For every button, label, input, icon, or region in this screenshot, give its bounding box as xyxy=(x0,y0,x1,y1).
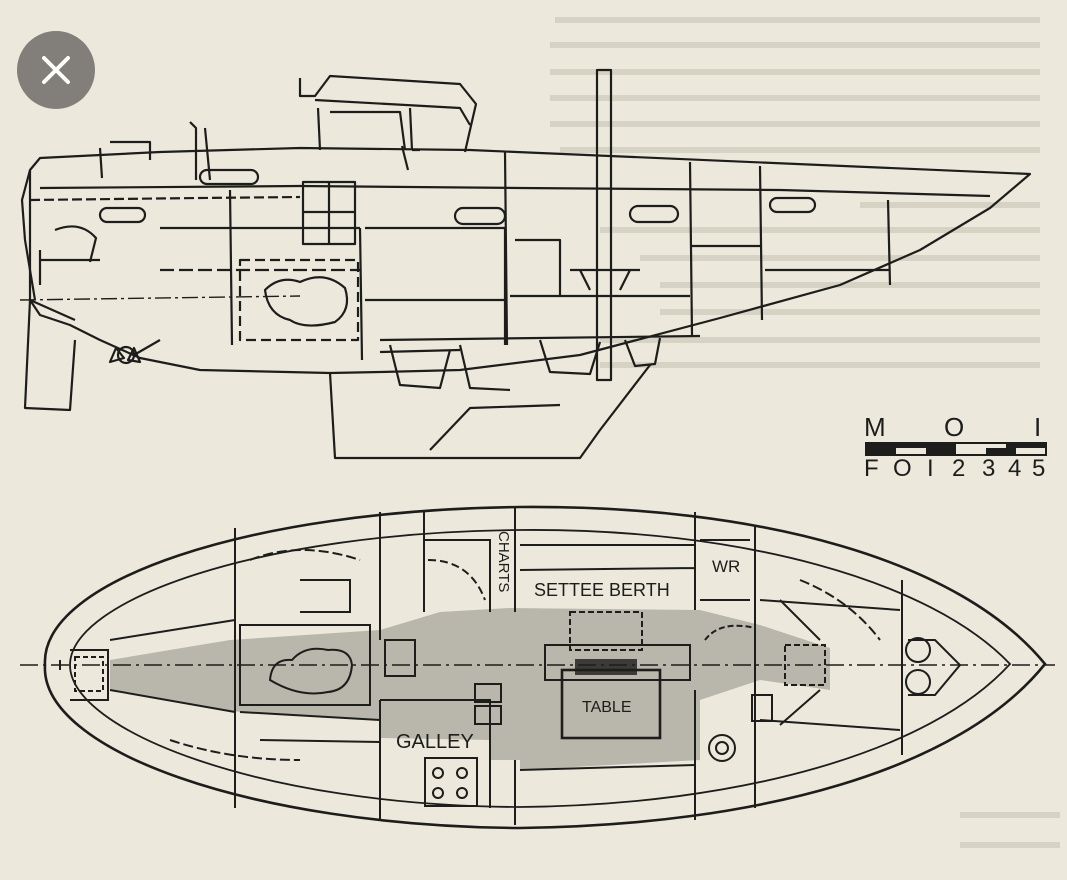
porthole xyxy=(198,168,260,186)
scale-feet-tick-5: 5 xyxy=(1032,455,1045,482)
scale-feet-tick-3: 3 xyxy=(982,455,995,482)
scale-metric-tick-1: I xyxy=(1034,412,1041,442)
scale-feet-tick-1: I xyxy=(927,455,934,482)
scale-bar: M O I F O I 2 3 4 5 xyxy=(864,412,1047,482)
porthole xyxy=(453,206,507,226)
background-text-texture xyxy=(550,17,1060,848)
close-icon xyxy=(42,56,70,84)
porthole xyxy=(98,206,147,224)
label-galley: GALLEY xyxy=(396,731,474,753)
scale-feet-tick-2: 2 xyxy=(952,455,965,482)
hull-outline xyxy=(28,146,1032,375)
label-charts: CHARTS xyxy=(495,531,512,592)
scale-feet-tick-0: O xyxy=(893,455,912,482)
label-wr: WR xyxy=(712,557,740,576)
doghouse xyxy=(298,74,478,153)
mast xyxy=(595,68,613,382)
label-table: TABLE xyxy=(582,699,632,716)
plan-view: CHARTS SETTEE BERTH WR TABLE GALLEY xyxy=(20,505,1055,830)
rudder xyxy=(23,299,77,412)
scale-metric-label: M xyxy=(864,412,886,442)
keel xyxy=(328,364,651,460)
plan-hull-outline xyxy=(43,505,1047,830)
side-profile xyxy=(19,68,1032,460)
porthole xyxy=(768,196,817,214)
scale-feet-tick-4: 4 xyxy=(1008,455,1021,482)
label-settee-berth: SETTEE BERTH xyxy=(534,580,670,600)
scale-metric-tick-0: O xyxy=(944,412,964,442)
floor-frames xyxy=(388,337,662,392)
close-button[interactable] xyxy=(17,31,95,109)
engine xyxy=(263,276,349,327)
cabin-sole-shading xyxy=(110,608,830,770)
scale-feet-label: F xyxy=(864,455,879,482)
porthole xyxy=(628,204,680,224)
